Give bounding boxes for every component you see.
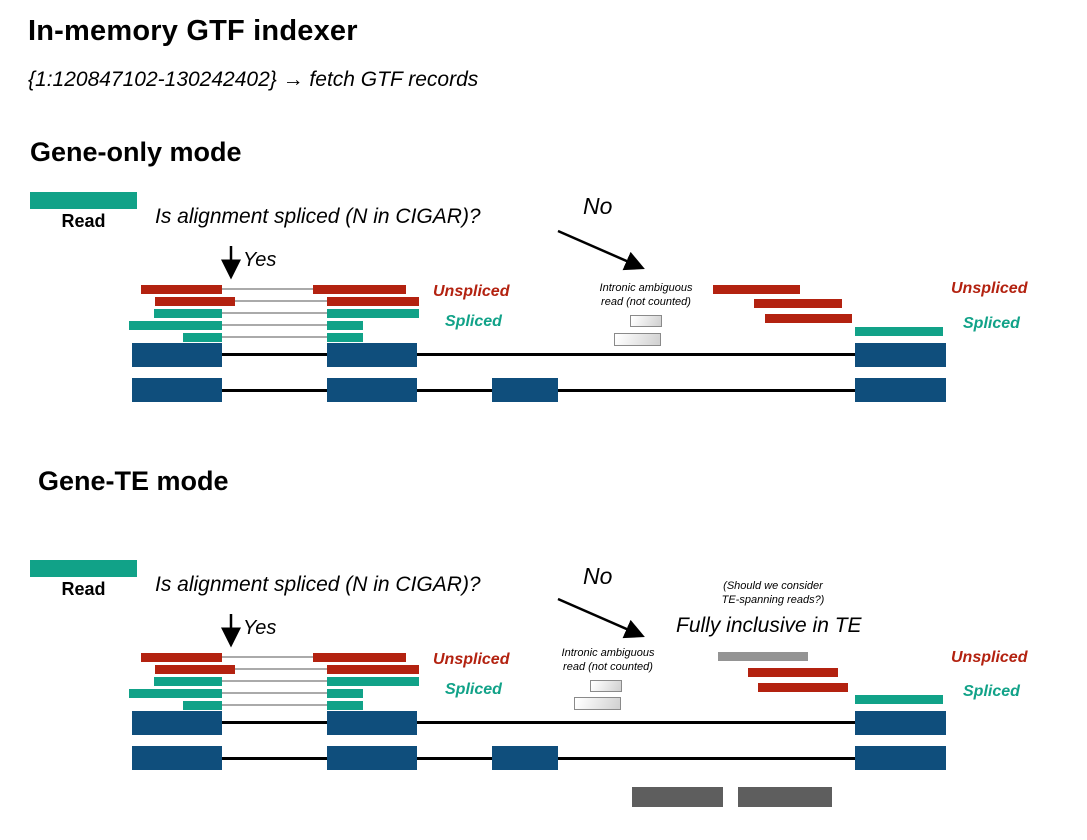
gene-te-consider-note-line1: (Should we consider	[723, 580, 823, 592]
read-splice-connector	[235, 668, 327, 670]
gene-te-rule-label: Fully inclusive in TE	[676, 614, 862, 637]
read-legend-swatch	[30, 560, 137, 577]
spliced-read-segment	[183, 701, 222, 710]
spliced-read-segment	[183, 333, 222, 342]
unspliced-read-segment	[313, 653, 406, 662]
gene-te-spliced-label-left: Spliced	[445, 681, 502, 698]
unspliced-read-segment	[758, 683, 848, 692]
spliced-read-segment	[327, 689, 363, 698]
read-splice-connector	[222, 704, 327, 706]
intronic-ambiguous-read	[630, 315, 662, 327]
gene-only-no-arrow	[557, 229, 645, 271]
exon	[132, 746, 222, 770]
transcript-line	[132, 353, 946, 356]
gene-te-spliced-label-right: Spliced	[963, 683, 1020, 700]
gene-te-intronic-note-line2: read (not counted)	[563, 661, 653, 674]
gene-te-read-legend-label: Read	[61, 579, 106, 599]
unspliced-read-segment	[155, 297, 235, 306]
read-splice-connector	[222, 336, 327, 338]
spliced-read-segment	[129, 689, 222, 698]
read-splice-connector	[222, 324, 327, 326]
gene-te-heading: Gene-TE mode	[38, 466, 229, 496]
spliced-read-segment	[855, 695, 943, 704]
gene-te-no-arrow	[557, 597, 645, 639]
exon	[132, 343, 222, 367]
gene-te-consider-note: (Should we consider TE-spanning reads?)	[712, 579, 834, 607]
unspliced-read-segment	[155, 665, 235, 674]
spliced-read-segment	[154, 677, 222, 686]
read-splice-connector	[235, 300, 327, 302]
read-splice-connector	[222, 288, 313, 290]
intronic-ambiguous-read	[574, 697, 621, 710]
read-splice-connector	[222, 680, 327, 682]
gene-only-read-legend-label: Read	[61, 211, 106, 231]
gene-only-yes-arrow	[221, 246, 241, 280]
unspliced-read-segment	[141, 285, 222, 294]
region-query-text: {1:120847102-130242402} → fetch GTF reco…	[28, 68, 479, 91]
gene-only-intronic-note-line2: read (not counted)	[601, 296, 691, 309]
exon	[132, 711, 222, 735]
intronic-ambiguous-read	[614, 333, 661, 346]
spliced-read-segment	[327, 677, 419, 686]
spliced-read-segment	[129, 321, 222, 330]
exon	[855, 378, 946, 402]
te-annotation	[738, 787, 832, 807]
intronic-ambiguous-read	[590, 680, 622, 692]
exon	[327, 343, 417, 367]
exon	[327, 746, 417, 770]
gene-only-intronic-note-line1: Intronic ambiguous	[599, 282, 693, 294]
spliced-read-segment	[327, 701, 363, 710]
gene-te-question: Is alignment spliced (N in CIGAR)?	[155, 573, 481, 596]
gene-te-intronic-note-line1: Intronic ambiguous	[561, 647, 655, 659]
gene-te-intronic-note: Intronic ambiguous read (not counted)	[552, 646, 664, 674]
gene-te-unspliced-label-right: Unspliced	[951, 649, 1028, 666]
read-splice-connector	[222, 312, 327, 314]
exon	[492, 378, 558, 402]
read-splice-connector	[222, 656, 313, 658]
gene-te-no-label: No	[583, 563, 613, 589]
gene-only-unspliced-label-left: Unspliced	[433, 283, 510, 300]
unspliced-read-segment	[713, 285, 800, 294]
exon	[855, 711, 946, 735]
gene-only-spliced-label-left: Spliced	[445, 313, 502, 330]
unspliced-read-segment	[313, 285, 406, 294]
gene-only-unspliced-label-right: Unspliced	[951, 280, 1028, 297]
gene-only-no-label: No	[583, 193, 613, 219]
gene-only-yes-label: Yes	[243, 249, 277, 271]
exon	[132, 378, 222, 402]
exon	[327, 711, 417, 735]
page-title: In-memory GTF indexer	[28, 15, 358, 47]
transcript-line	[132, 721, 946, 724]
read-legend-swatch	[30, 192, 137, 209]
exon	[327, 378, 417, 402]
unspliced-read-segment	[141, 653, 222, 662]
unspliced-read-segment	[748, 668, 838, 677]
exon	[855, 343, 946, 367]
spliced-read-segment	[154, 309, 222, 318]
gene-te-yes-arrow	[221, 614, 241, 648]
gene-only-spliced-label-right: Spliced	[963, 315, 1020, 332]
unspliced-read-segment	[327, 665, 419, 674]
gene-te-consider-note-line2: TE-spanning reads?)	[721, 594, 825, 607]
exon	[492, 746, 558, 770]
unspliced-read-segment	[765, 314, 852, 323]
gene-te-unspliced-label-left: Unspliced	[433, 651, 510, 668]
exon	[855, 746, 946, 770]
unspliced-read-segment	[754, 299, 842, 308]
te-annotation	[632, 787, 723, 807]
spliced-read-segment	[327, 333, 363, 342]
gene-only-intronic-note: Intronic ambiguous read (not counted)	[588, 281, 704, 309]
spliced-read-segment	[327, 309, 419, 318]
gene-only-heading: Gene-only mode	[30, 137, 242, 167]
unspliced-read-segment	[327, 297, 419, 306]
te-spanning-read	[718, 652, 808, 661]
gene-only-question: Is alignment spliced (N in CIGAR)?	[155, 205, 481, 228]
spliced-read-segment	[855, 327, 943, 336]
gene-te-yes-label: Yes	[243, 617, 277, 639]
read-splice-connector	[222, 692, 327, 694]
spliced-read-segment	[327, 321, 363, 330]
